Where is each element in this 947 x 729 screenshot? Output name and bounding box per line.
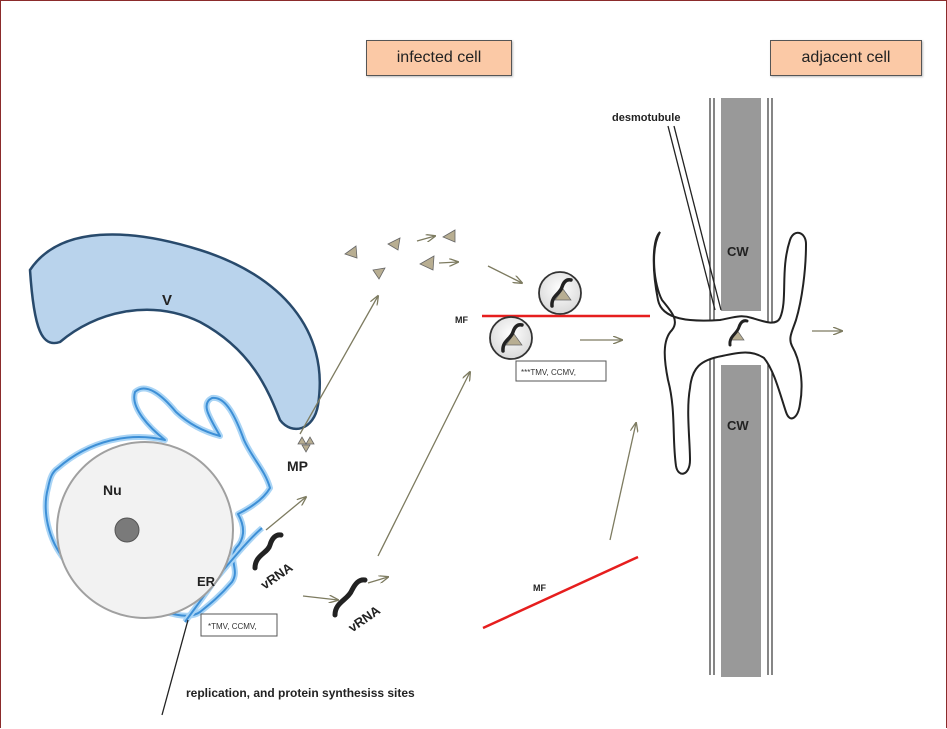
er-label: ER [197,574,216,589]
vrna-label-1: vRNA [258,559,296,592]
vesicle-complex-2 [490,317,532,359]
mp-particles-icon [345,230,455,279]
mp-cluster-icon [298,437,314,452]
vrna-strand-1 [255,535,281,568]
cw-label-bottom: CW [727,418,749,433]
er-note-text: *TMV, CCMV, [208,622,257,631]
desmotubule-label: desmotubule [612,112,680,124]
microfilament-bottom [483,557,638,628]
sites-pointer-line [162,620,188,715]
nucleolus-shape [115,518,139,542]
vacuole-label: V [162,292,172,309]
mf-note-text: ***TMV, CCMV, [521,368,576,377]
mf-label-bottom: MF [533,583,546,593]
mf-label-top: MF [455,315,468,325]
mp-label: MP [287,458,308,474]
vacuole-shape [30,234,320,428]
vrna-strand-2 [335,580,365,615]
nucleus-shape [57,442,233,618]
cell-wall-upper [721,98,761,311]
nucleus-label: Nu [103,482,122,498]
cw-label-top: CW [727,244,749,259]
sites-label: replication, and protein synthesiss site… [186,686,415,700]
vrna-label-2: vRNA [345,602,383,635]
vesicle-complex-1 [539,272,581,314]
desmotubule-pointer [668,126,715,310]
cell-wall-lower [721,365,761,677]
